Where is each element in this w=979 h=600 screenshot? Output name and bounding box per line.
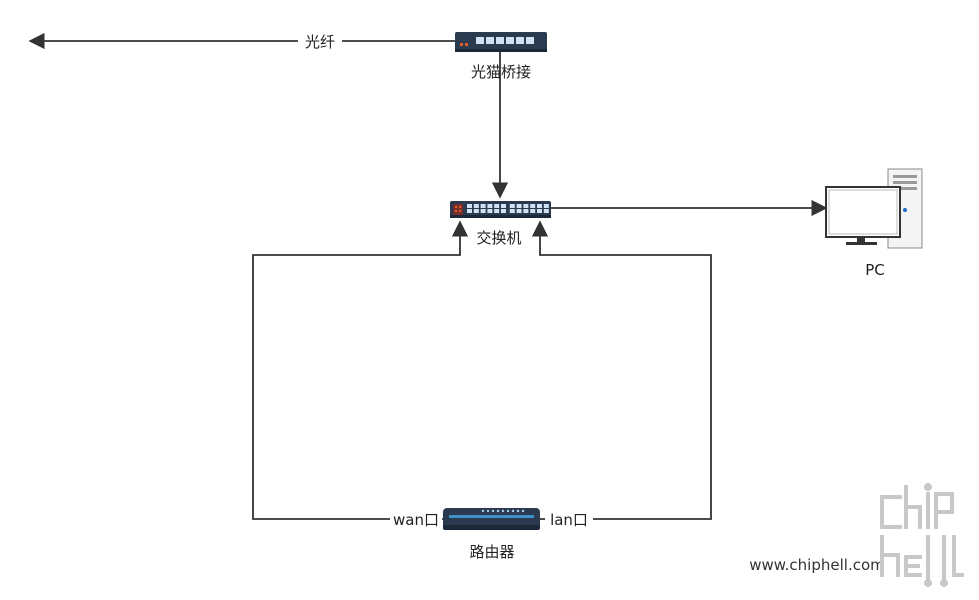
switch-port [494,204,500,208]
desktop-computer-icon [825,168,923,249]
network-switch-icon [455,32,547,52]
node-router[interactable]: 路由器 [443,508,540,561]
router-icon [443,508,540,530]
switch-port [530,204,536,208]
router-led [521,509,525,513]
router-led [516,509,520,513]
wan-label: wan口 [393,511,439,529]
switch-port [487,209,493,213]
node-switch[interactable]: 交换机 [450,201,551,247]
switch-port [480,204,486,208]
switch-port [480,209,486,213]
fiber-label: 光纤 [305,33,335,51]
switch-port [537,209,542,213]
switch-port [494,209,500,213]
watermark-url: www.chiphell.com [749,556,885,574]
router-led [486,509,490,513]
switch-port [530,209,536,213]
modem-label: 光猫桥接 [471,63,531,81]
router-led [491,509,495,513]
node-modem[interactable]: 光猫桥接 [455,32,547,81]
chiphell-logo [880,483,964,587]
switch-port [523,204,529,208]
wan-label-bg [390,509,442,529]
lan-label: lan口 [550,511,588,529]
switch-port [467,204,472,208]
switch-port [501,204,506,208]
edge-router-wan: wan口 [252,220,469,529]
router-label: 路由器 [469,543,514,561]
router-led [481,509,485,513]
switch-port [516,204,522,208]
switch-port [509,209,515,213]
lan-label-bg [545,509,593,529]
switch-label: 交换机 [476,229,521,247]
watermark: www.chiphell.com [748,483,964,587]
network-switch-icon [450,201,551,218]
switch-port [467,209,472,213]
switch-port [509,204,515,208]
edge-router-lan: lan口 [531,220,712,529]
switch-port [523,209,529,213]
switch-port [543,209,549,213]
node-pc[interactable]: PC [825,168,923,279]
switch-port [501,209,506,213]
router-led [511,509,515,513]
switch-port [487,204,493,208]
router-led [496,509,500,513]
router-led [506,509,510,513]
switch-port [473,209,479,213]
lan-line [531,220,712,520]
edge-fiber: 光纤 [28,31,455,51]
switch-port [537,204,542,208]
pc-label: PC [865,261,885,279]
switch-port [543,204,549,208]
router-led [501,509,505,513]
switch-port [516,209,522,213]
switch-port [473,204,479,208]
fiber-label-bg [298,31,342,51]
wan-line [252,220,469,520]
